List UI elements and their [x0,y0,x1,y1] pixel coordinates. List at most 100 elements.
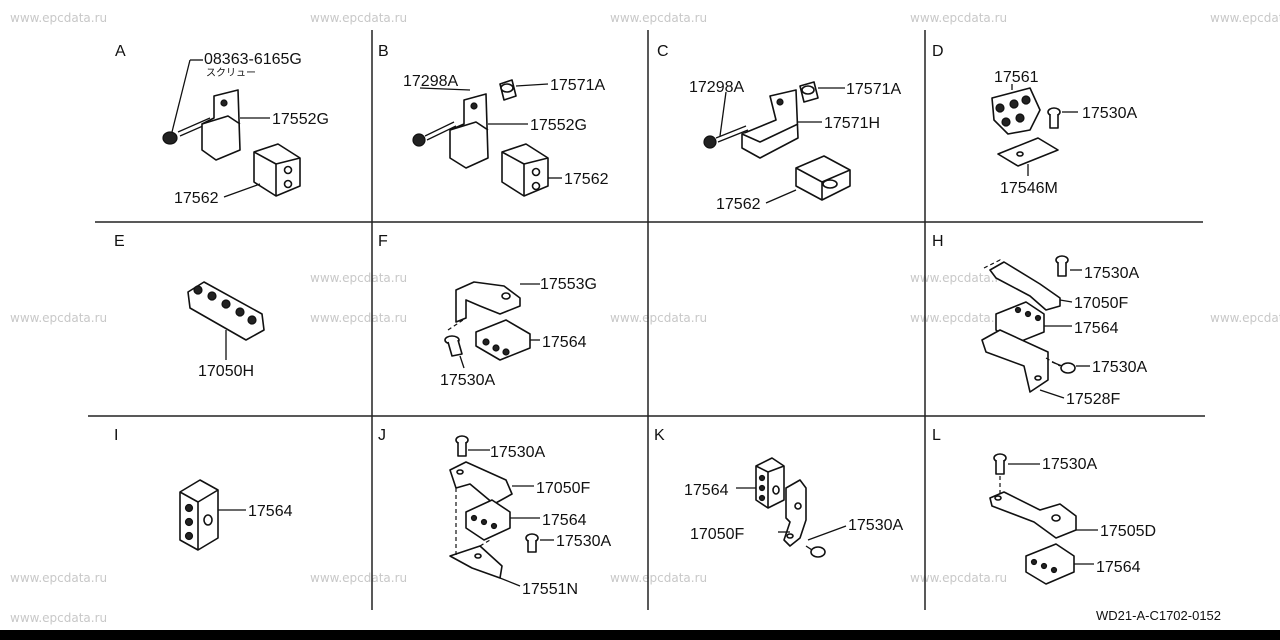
cell-a: A 08363-6165G スクリュー 17552G 17562 [115,43,329,207]
part-label: 17530A [1042,456,1097,473]
watermark: www.epcdata.ru [10,611,107,625]
cell-letter: E [114,233,125,250]
part-label: 17564 [542,334,587,351]
grommet-part [501,143,549,197]
part-label: 17551N [522,581,578,598]
bolt-part [1047,107,1061,129]
part-label: 17561 [994,69,1039,86]
cell-letter: C [657,43,669,60]
watermark: www.epcdata.ru [10,11,107,25]
part-label: 17530A [490,444,545,461]
screw-part [412,121,457,147]
part-label: 17562 [174,190,219,207]
part-label: 17552G [530,117,587,134]
grommet-part [795,155,851,201]
part-label: 17298A [403,73,458,90]
bottom-band [0,630,1280,640]
watermark: www.epcdata.ru [610,311,707,325]
part-label: 17562 [564,171,609,188]
cell-i: I 17564 [114,427,293,551]
part-label: 17564 [542,512,587,529]
watermark: www.epcdata.ru [10,571,107,585]
part-label: 17050F [1074,295,1128,312]
bracket-part [741,89,799,159]
part-label: 17553G [540,276,597,293]
clamp-part [755,457,785,509]
cell-letter: J [378,427,386,444]
screw-part [703,125,749,149]
bracket-part [449,461,513,505]
cell-l: L 17530A 17505D 17564 [932,427,1156,585]
bracket-part [783,479,807,547]
part-label: 17050F [690,526,744,543]
part-label: 17530A [1082,105,1137,122]
clamp-part [991,87,1041,135]
cell-letter: L [932,427,941,444]
part-label: 17571H [824,115,880,132]
cell-j: J 17530A 17050F 17564 [378,427,611,598]
part-label: 17530A [440,372,495,389]
part-label: 17546M [1000,180,1058,197]
bracket-part [449,93,489,169]
part-label: 17298A [689,79,744,96]
part-label: 17528F [1066,391,1120,408]
part-label: 17552G [272,111,329,128]
part-label: 17530A [848,517,903,534]
cell-letter: K [654,427,665,444]
cell-d: D 17561 17530A 17546M [932,43,1137,197]
bracket-part [983,259,1061,311]
part-label: 08363-6165G [204,51,302,68]
cell-b: B 17298A 17571A 17552G 17562 [378,43,609,197]
part-label: 17571A [846,81,901,98]
bolt-part [1051,361,1076,374]
cell-f: F 17553G 17564 17530A [378,233,597,389]
watermark: www.epcdata.ru [910,11,1007,25]
watermark: www.epcdata.ru [610,11,707,25]
bracket-part [455,281,521,323]
clip-part [499,79,517,101]
cell-k: K 17564 17050F 17530A [654,427,903,558]
cell-h: H 17530A 17050F 17564 [932,233,1147,408]
watermark: www.epcdata.ru [1210,11,1280,25]
cell-e: E 17050H [114,233,265,380]
watermark: www.epcdata.ru [310,11,407,25]
part-label: 17564 [1074,320,1119,337]
grommet-part [253,143,301,197]
watermark: www.epcdata.ru [10,311,107,325]
part-label: 17564 [1096,559,1141,576]
part-label: 17571A [550,77,605,94]
plate-part [981,329,1049,393]
clamp-part [179,479,219,551]
bolt-part [993,453,1007,475]
part-label: 17530A [1084,265,1139,282]
watermark: www.epcdata.ru [1210,311,1280,325]
bracket-part [201,89,241,161]
clamp-part [187,281,265,341]
watermark-layer: www.epcdata.ru www.epcdata.ru www.epcdat… [10,11,1280,625]
bolt-part [805,545,826,558]
part-label: 17050H [198,363,254,380]
clamp-part [1025,543,1075,585]
watermark: www.epcdata.ru [910,311,1007,325]
part-label: 17562 [716,196,761,213]
cell-c: C 17298A 17571A 17571H 17562 [657,43,901,213]
bolt-part [444,335,463,357]
bolt-part [455,435,469,457]
bolt-part [525,533,539,553]
part-label: 17564 [248,503,293,520]
watermark: www.epcdata.ru [910,271,1007,285]
part-label: 17505D [1100,523,1156,540]
clip-part [799,81,819,103]
part-label: スクリュー [206,67,256,79]
watermark: www.epcdata.ru [310,571,407,585]
clamp-part [465,499,511,541]
cell-letter: H [932,233,944,250]
cell-letter: I [114,427,118,444]
cell-letter: D [932,43,944,60]
bolt-part [1055,255,1069,277]
plate-part [997,137,1059,167]
watermark: www.epcdata.ru [310,271,407,285]
watermark: www.epcdata.ru [910,571,1007,585]
cell-letter: B [378,43,389,60]
